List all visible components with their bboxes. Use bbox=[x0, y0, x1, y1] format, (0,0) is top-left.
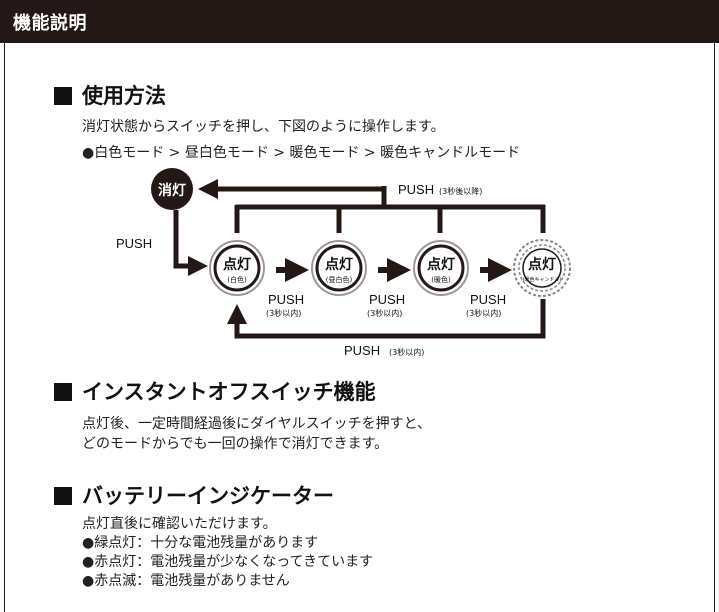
lamp-sub-label: (暖色) bbox=[431, 275, 451, 284]
step-push-label-3: PUSH bbox=[470, 292, 506, 307]
lamp-candle: 点灯 (暖色キャンドル) bbox=[513, 239, 571, 297]
instant-line-2: どのモードからでも一回の操作で消灯できます。 bbox=[82, 436, 389, 452]
lamp-warm: 点灯 (暖色) bbox=[413, 240, 469, 296]
off-label: 消灯 bbox=[158, 182, 186, 199]
step-note-2: (3秒以内) bbox=[367, 308, 402, 318]
push-top-label: PUSH bbox=[398, 182, 434, 197]
off-circle bbox=[151, 168, 193, 210]
push-top-note: (3秒後以降) bbox=[439, 186, 482, 196]
step-note-1: (3秒以内) bbox=[266, 308, 301, 318]
content-frame bbox=[4, 43, 715, 612]
top-bracket-line bbox=[234, 204, 546, 233]
lamp-sub-label: (白色) bbox=[227, 275, 247, 284]
usage-heading: 使用方法 bbox=[54, 80, 166, 110]
heading-square-icon bbox=[54, 487, 72, 505]
lamp-sub-label: (暖色キャンドル) bbox=[523, 276, 562, 283]
bottom-return-arrow bbox=[227, 299, 546, 339]
heading-square-icon bbox=[54, 383, 72, 401]
battery-heading-text: バッテリーインジケーター bbox=[82, 484, 334, 508]
step-push-label-2: PUSH bbox=[369, 292, 405, 307]
lamp-white: 点灯 (白色) bbox=[209, 240, 265, 296]
lamp-daywhite: 点灯 (昼白色) bbox=[311, 240, 367, 296]
battery-intro: 点灯直後に確認いただけます。 bbox=[82, 516, 277, 532]
lamp-sub-label: (昼白色) bbox=[326, 275, 353, 284]
heading-square-icon bbox=[54, 87, 72, 105]
push-bottom-note: (3秒以内) bbox=[389, 347, 424, 357]
push-left-label: PUSH bbox=[116, 236, 152, 251]
lamp-main-label: 点灯 bbox=[528, 256, 556, 273]
usage-modes: ●白色モード > 昼白色モード > 暖色モード > 暖色キャンドルモード bbox=[82, 145, 521, 161]
step-note-3: (3秒以内) bbox=[466, 308, 501, 318]
usage-intro: 消灯状態からスイッチを押し、下図のように操作します。 bbox=[82, 119, 445, 135]
instant-heading: インスタントオフスイッチ機能 bbox=[54, 376, 376, 406]
left-push-arrow bbox=[173, 210, 208, 276]
battery-item: ●赤点灯：電池残量が少なくなってきています bbox=[82, 554, 374, 570]
usage-heading-text: 使用方法 bbox=[82, 84, 166, 108]
page-title: 機能説明 bbox=[13, 13, 87, 34]
lamp-main-label: 点灯 bbox=[325, 256, 353, 273]
lamp-main-label: 点灯 bbox=[223, 256, 251, 273]
instant-heading-text: インスタントオフスイッチ機能 bbox=[82, 380, 376, 404]
battery-item: ●緑点灯：十分な電池残量があります bbox=[82, 535, 319, 551]
battery-item: ●赤点滅：電池残量がありません bbox=[82, 573, 290, 589]
lamp-main-label: 点灯 bbox=[427, 256, 455, 273]
header-bar: 機能説明 bbox=[0, 0, 719, 43]
push-bottom-label: PUSH bbox=[344, 343, 380, 358]
instant-line-1: 点灯後、一定時間経過後にダイヤルスイッチを押すと、 bbox=[82, 416, 432, 432]
step-push-label-1: PUSH bbox=[268, 292, 304, 307]
battery-heading: バッテリーインジケーター bbox=[54, 480, 334, 510]
